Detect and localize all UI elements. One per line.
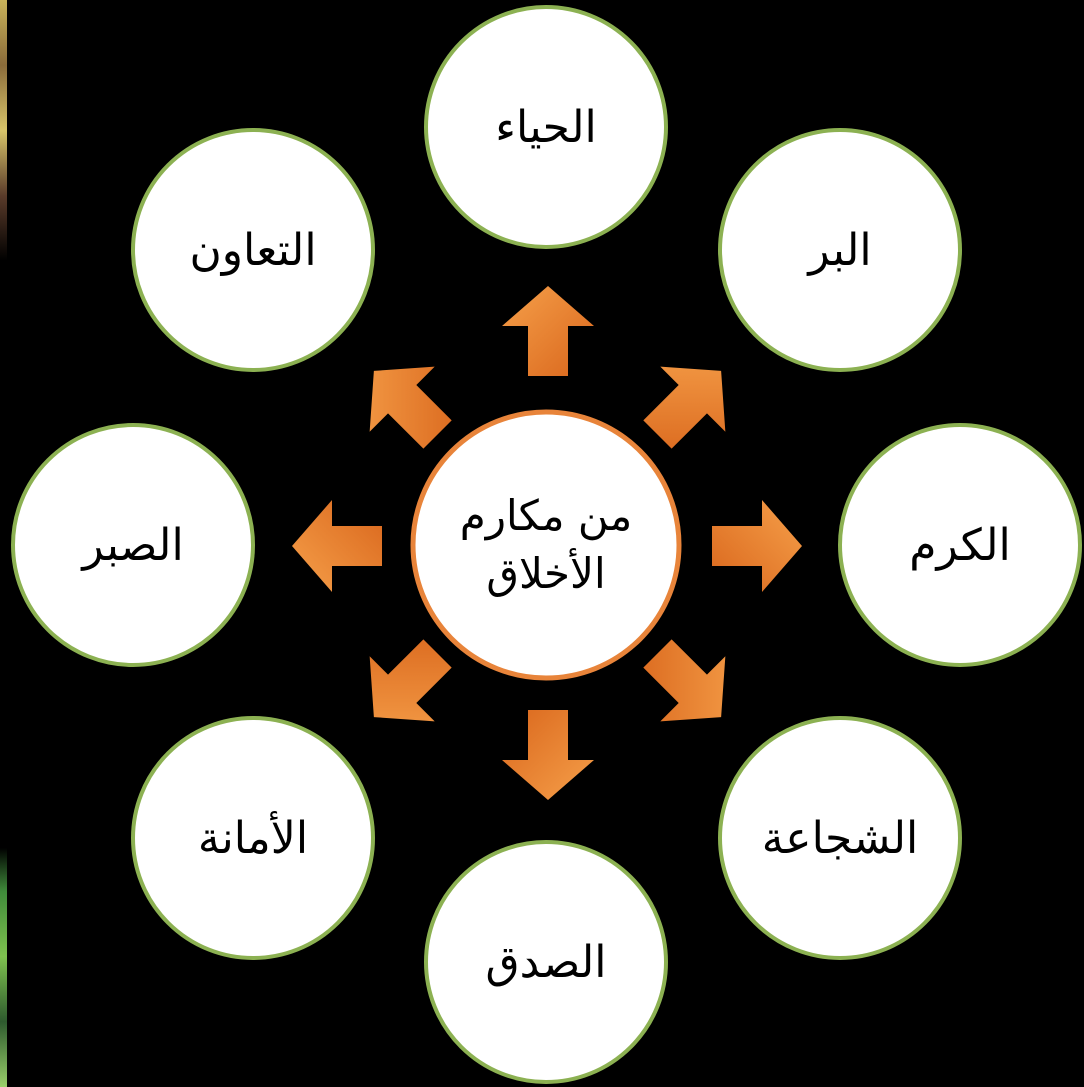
- node-amana: الأمانة: [131, 716, 375, 960]
- node-taawun: التعاون: [131, 128, 375, 372]
- arrow-down: [502, 710, 594, 800]
- node-haya: الحياء: [424, 5, 668, 249]
- center-label-line1: من مكارم: [460, 491, 633, 540]
- node-sidq: الصدق: [424, 840, 668, 1084]
- node-label-haya: الحياء: [495, 102, 596, 153]
- node-label-shajaa: الشجاعة: [762, 813, 919, 864]
- center-node: من مكارم الأخلاق: [410, 409, 682, 681]
- node-shajaa: الشجاعة: [718, 716, 962, 960]
- left-edge-decoration: [0, 0, 7, 1087]
- node-label-karam: الكرم: [909, 520, 1010, 571]
- arrow-down-right: [643, 639, 726, 722]
- arrow-down-left: [369, 639, 452, 722]
- node-label-birr: البر: [806, 225, 871, 276]
- node-birr: البر: [718, 128, 962, 372]
- node-label-sabr: الصبر: [80, 520, 183, 571]
- arrow-left: [292, 500, 382, 592]
- center-label-line2: الأخلاق: [486, 547, 605, 598]
- arrow-right: [712, 500, 802, 592]
- node-label-sidq: الصدق: [485, 937, 606, 988]
- node-karam: الكرم: [838, 423, 1082, 667]
- arrow-up-right: [643, 366, 726, 449]
- arrows-group: [292, 286, 802, 800]
- node-label-taawun: التعاون: [189, 225, 316, 276]
- arrow-up: [502, 286, 594, 376]
- node-sabr: الصبر: [11, 423, 255, 667]
- node-label-amana: الأمانة: [198, 810, 308, 864]
- arrow-up-left: [369, 366, 452, 449]
